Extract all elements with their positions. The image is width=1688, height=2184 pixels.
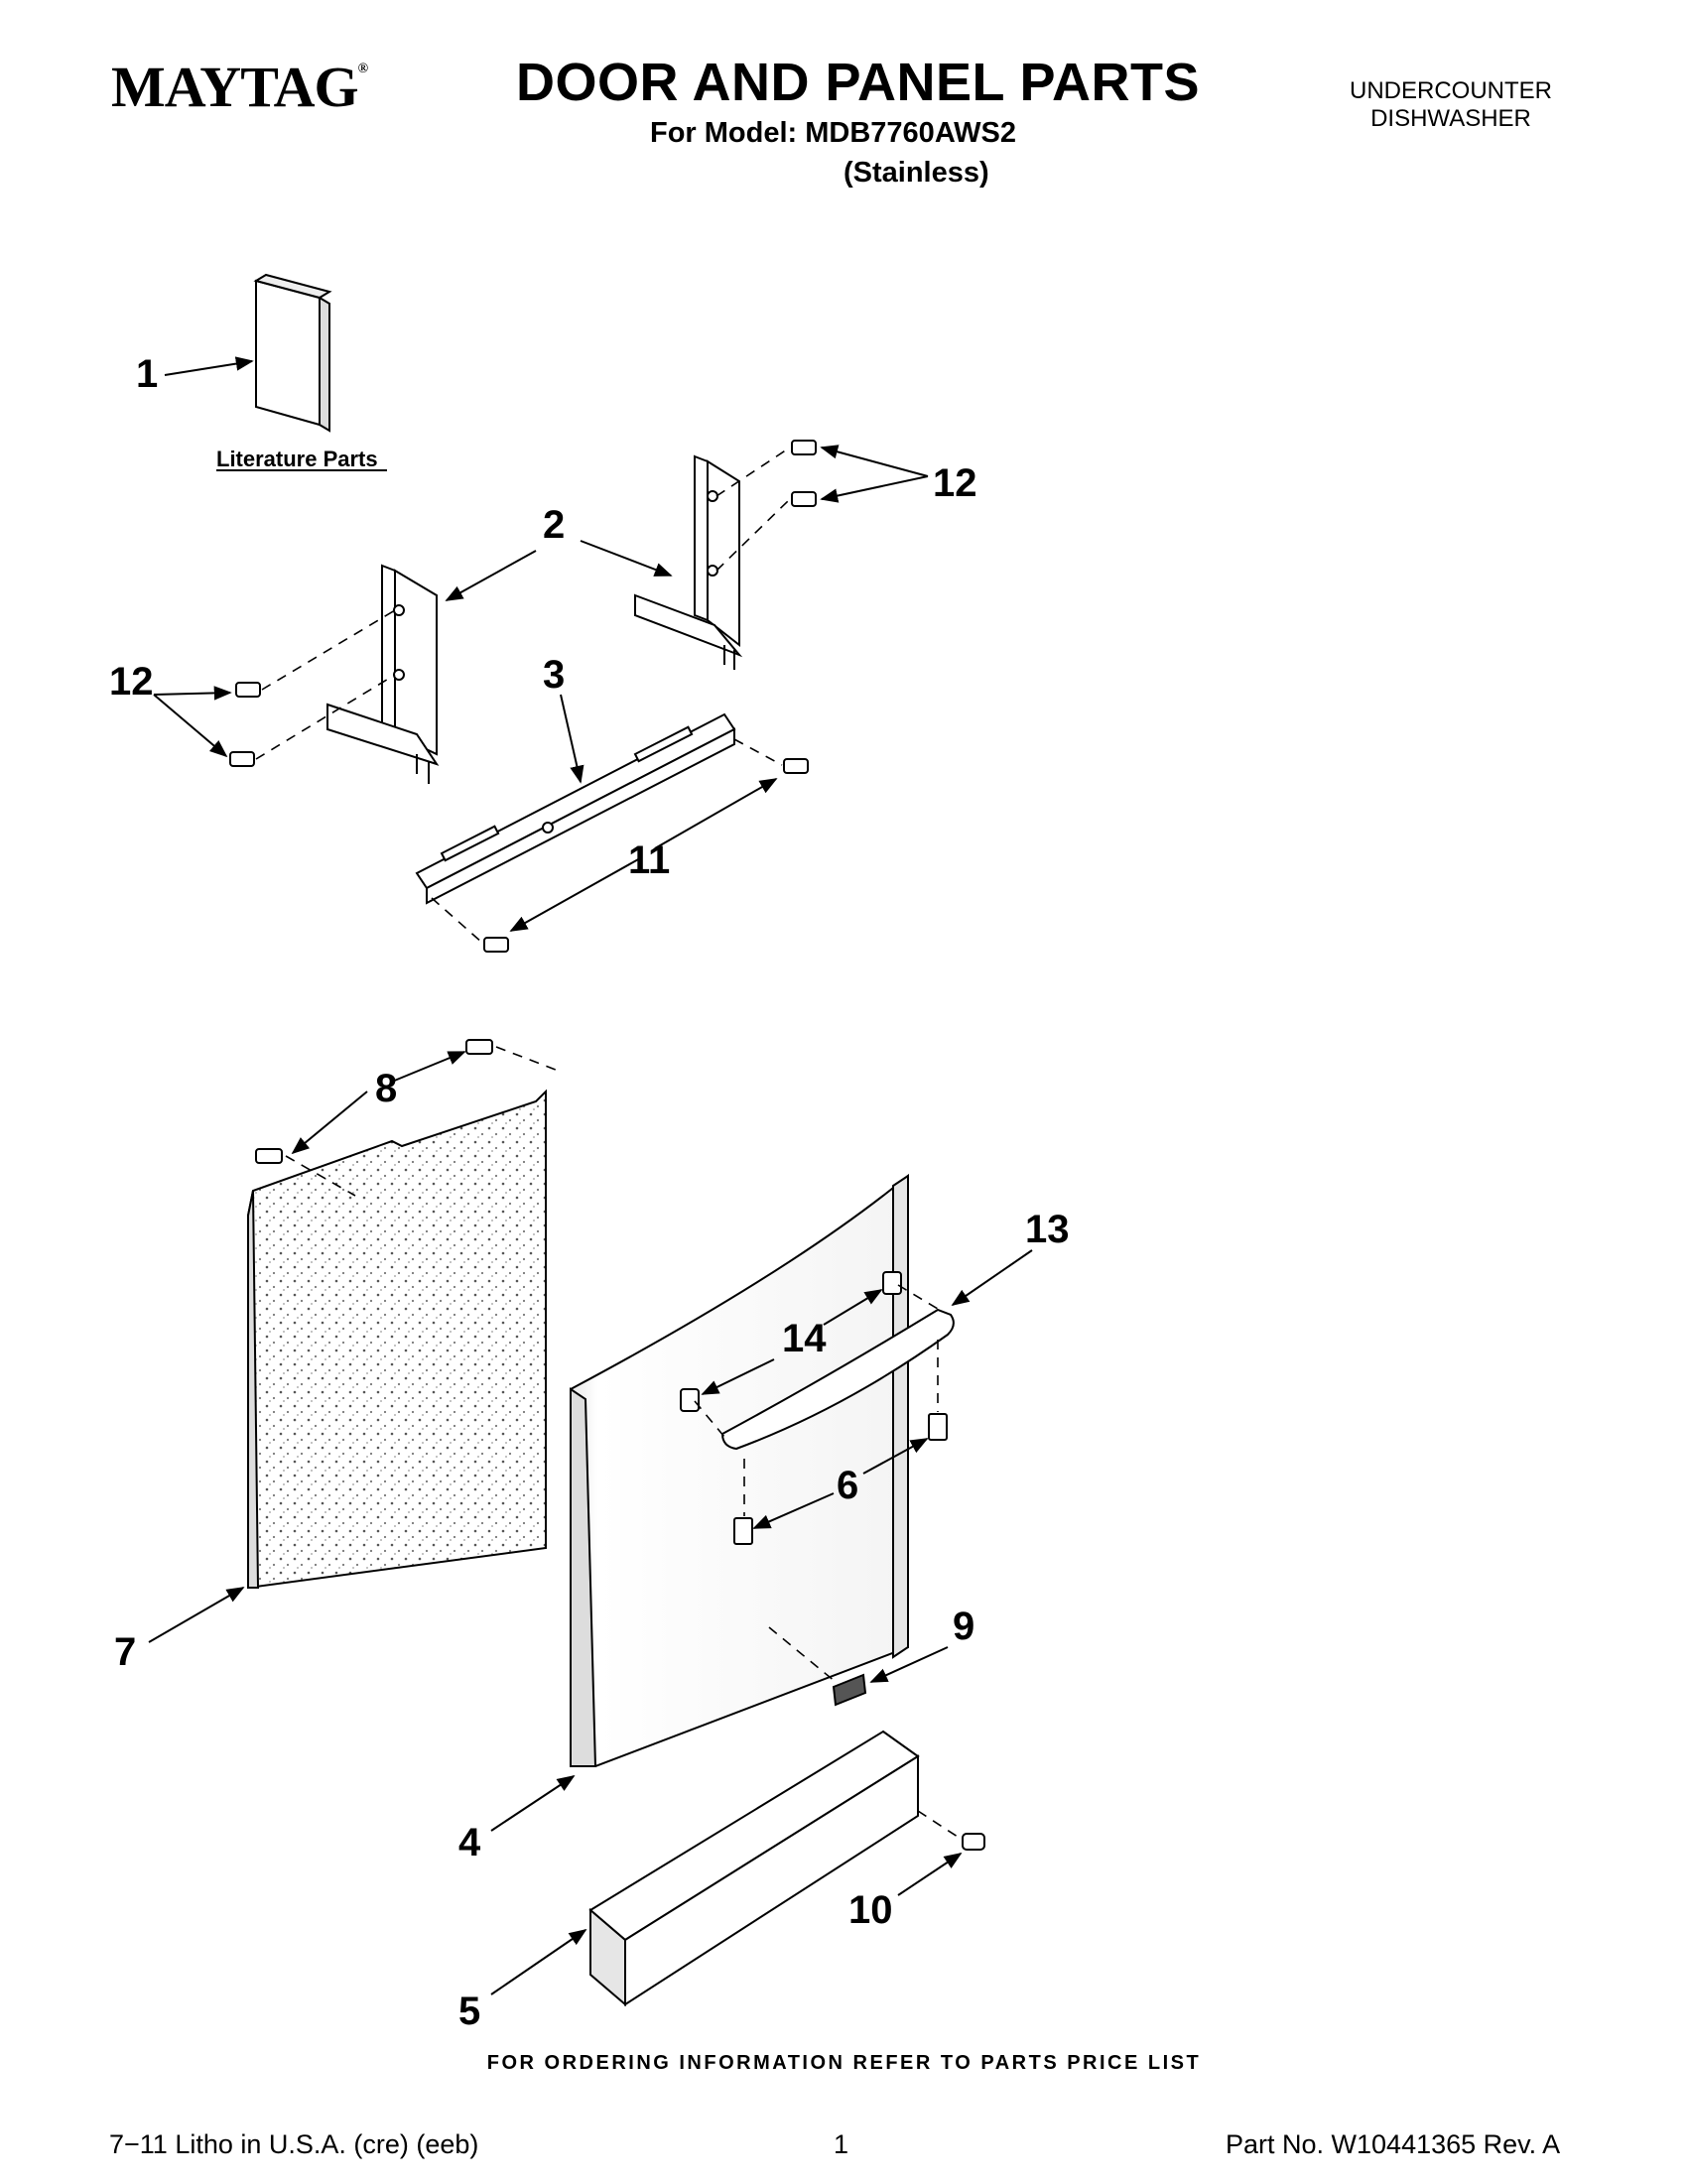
callout-13: 13 <box>1025 1208 1070 1251</box>
mounting-bracket-left <box>326 564 440 784</box>
support-rail <box>415 712 736 905</box>
page-number: 1 <box>834 2129 849 2159</box>
callout-6: 6 <box>837 1464 858 1507</box>
bracket-screws <box>229 440 817 953</box>
literature-booklet <box>253 273 332 433</box>
panel-screws <box>255 1039 493 1164</box>
callout-3: 3 <box>543 653 565 697</box>
callout-10: 10 <box>848 1888 893 1932</box>
callout-1: 1 <box>136 352 158 396</box>
model-line: For Model: MDB7760AWS2 <box>650 117 1016 149</box>
product-type-line2: DISHWASHER <box>1370 105 1531 132</box>
callout-4: 4 <box>458 1821 481 1864</box>
mounting-bracket-right <box>634 454 743 670</box>
door-panel <box>570 1173 909 1767</box>
callout-11: 11 <box>628 838 670 882</box>
ordering-note: FOR ORDERING INFORMATION REFER TO PARTS … <box>486 2052 1202 2074</box>
page-title: DOOR AND PANEL PARTS <box>516 53 1201 112</box>
callout-7: 7 <box>114 1630 136 1674</box>
callout-14: 14 <box>782 1317 827 1360</box>
callout-8: 8 <box>375 1067 397 1110</box>
callout-2: 2 <box>543 503 565 547</box>
variant-label: (Stainless) <box>844 157 989 189</box>
part-number: Part No. W10441365 Rev. A <box>1226 2129 1561 2159</box>
insulation-panel <box>247 1089 547 1590</box>
product-type: UNDERCOUNTER DISHWASHER <box>1350 77 1552 133</box>
callout-12-right: 12 <box>933 461 977 505</box>
callout-12-left: 12 <box>109 660 154 704</box>
handle-spacers <box>680 1271 948 1545</box>
callout-5: 5 <box>458 1990 480 2033</box>
brand-logo: MAYTAG® <box>111 55 368 119</box>
literature-label: Literature Parts <box>216 447 378 471</box>
callout-9: 9 <box>953 1605 974 1648</box>
toe-kick-panel <box>588 1730 920 2007</box>
door-handle <box>720 1308 955 1451</box>
nameplate-badge <box>832 1673 867 1707</box>
toe-panel-screw <box>962 1833 985 1851</box>
product-type-line1: UNDERCOUNTER <box>1350 77 1552 104</box>
litho-info: 7−11 Litho in U.S.A. (cre) (eeb) <box>109 2129 479 2159</box>
